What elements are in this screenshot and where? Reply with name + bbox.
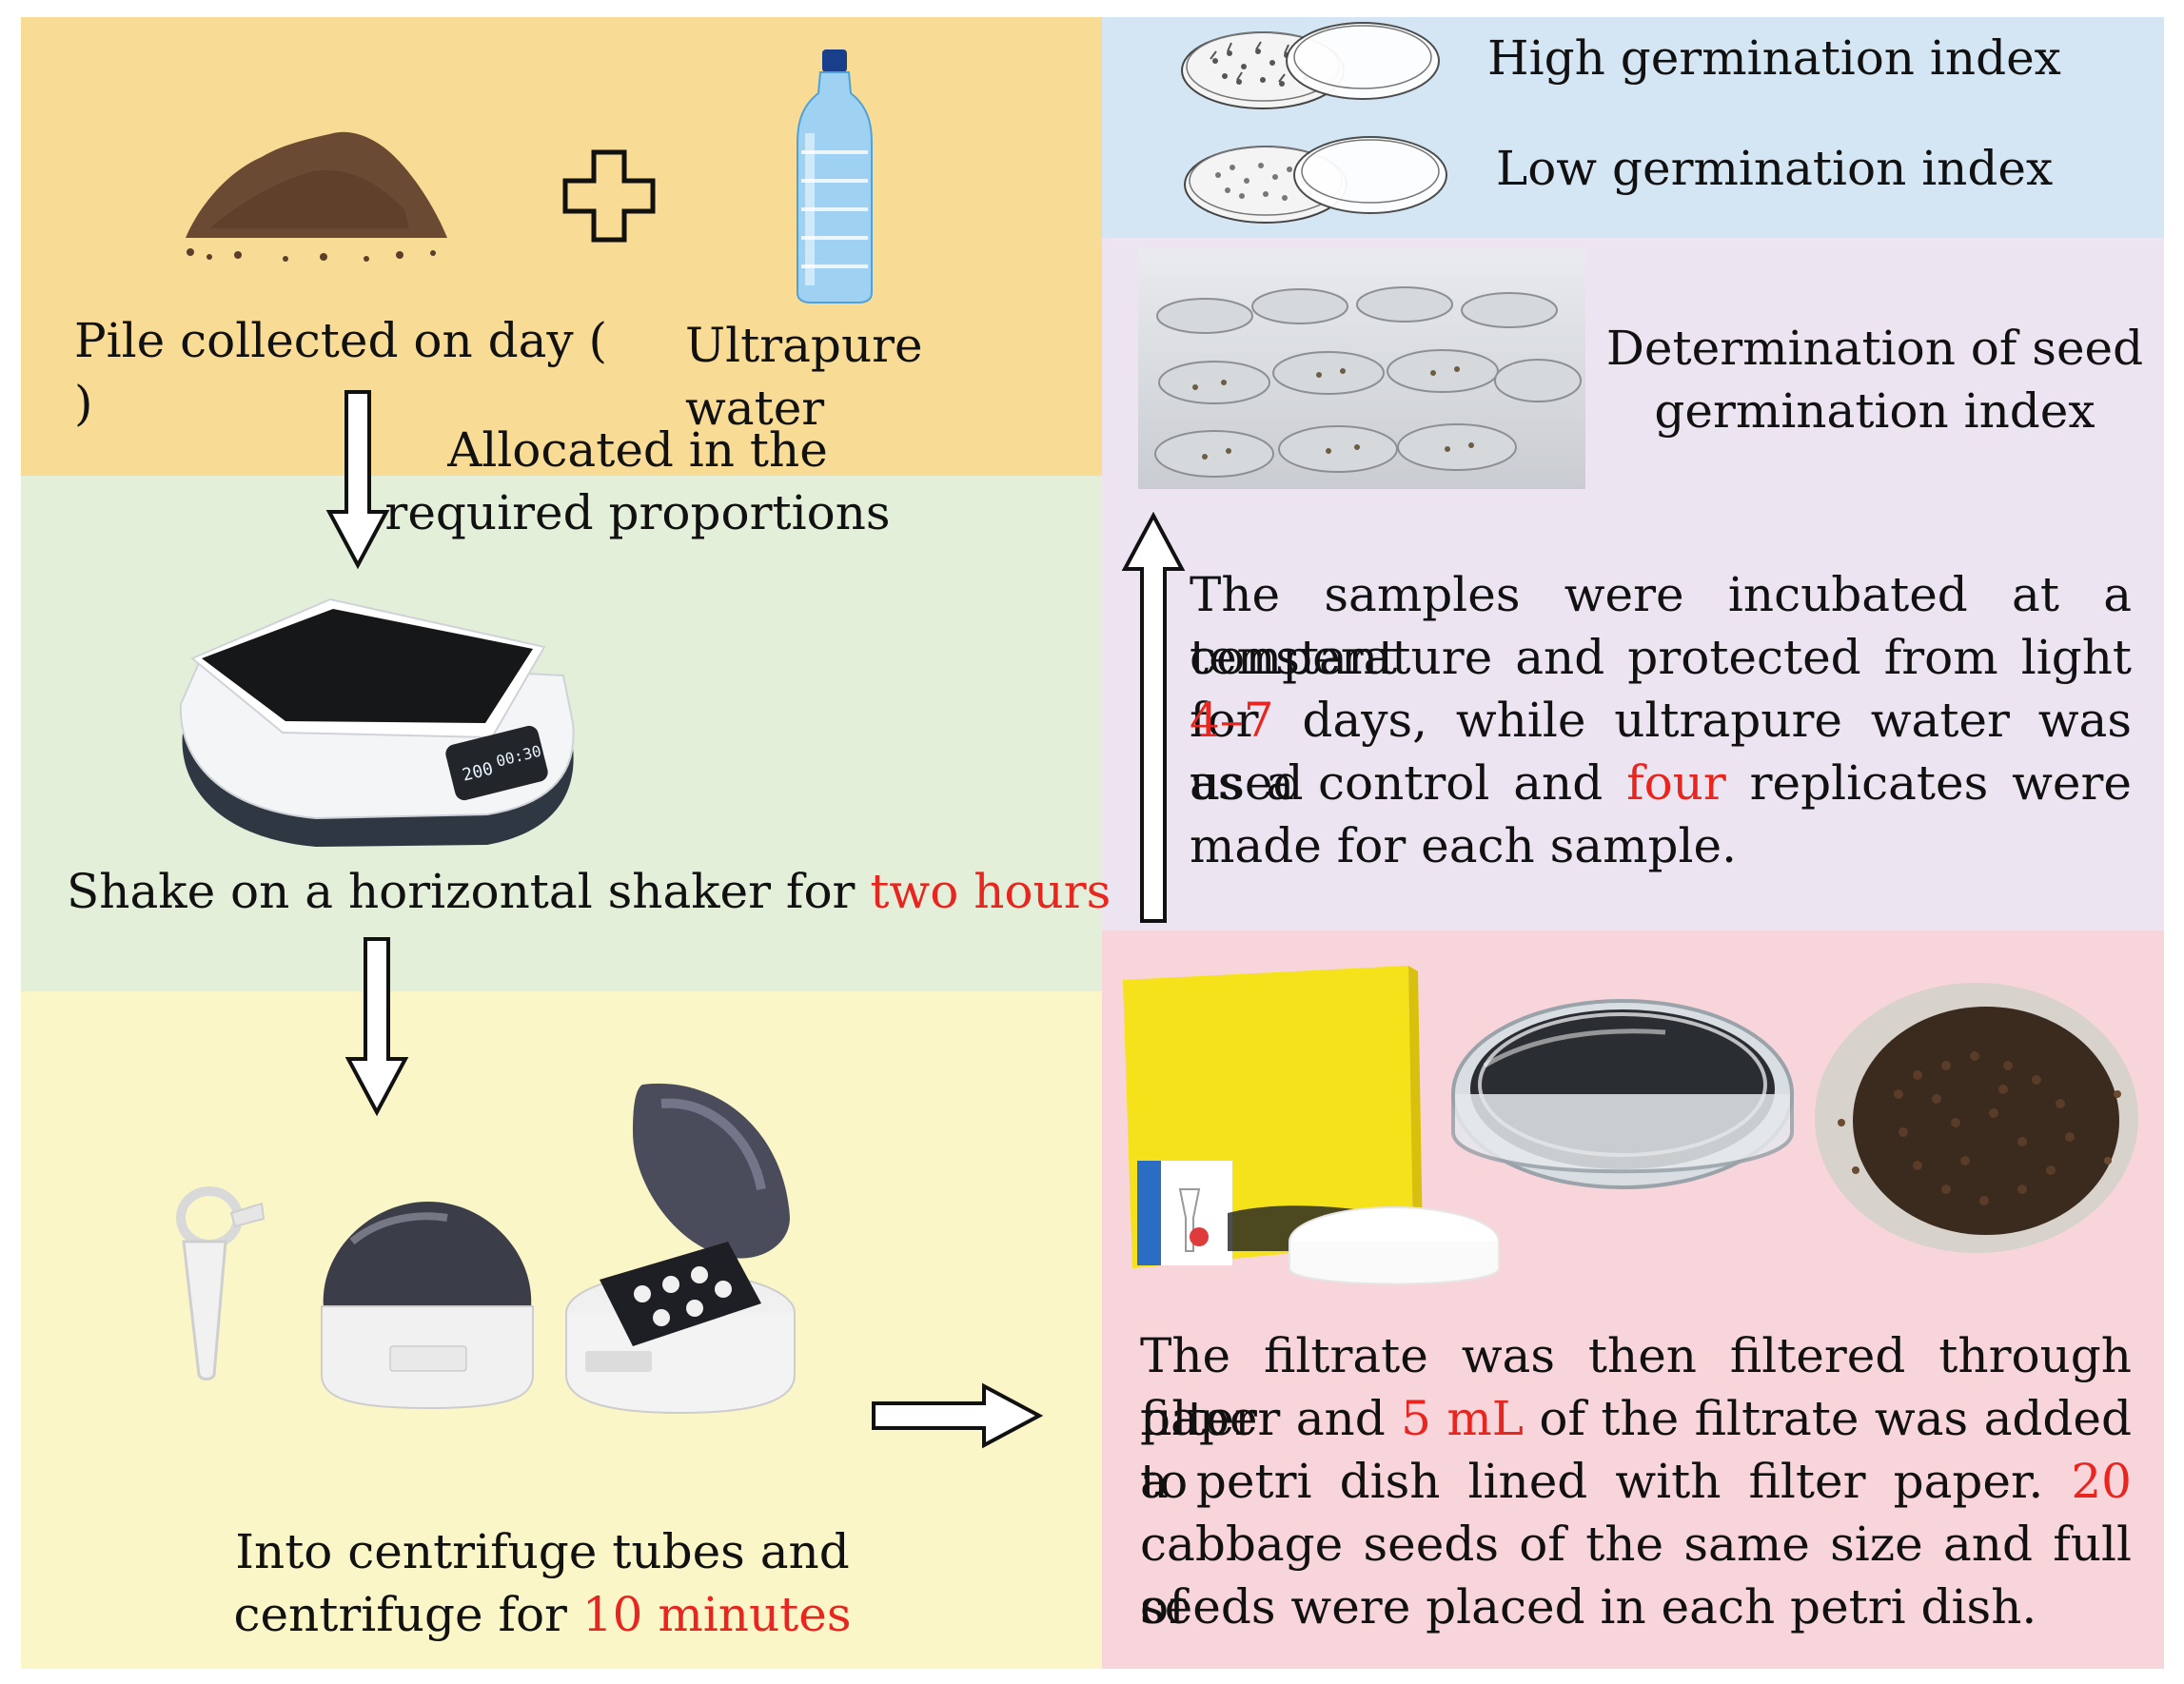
incubation-line1: The samples were incubated at a constant xyxy=(1190,567,2132,685)
petri-dish-image xyxy=(1451,999,1794,1189)
incubation-line4-text-a: as a control and xyxy=(1190,755,1627,811)
incubation-replicates: four xyxy=(1626,755,1726,811)
incubation-line2: temperature and protected from light for xyxy=(1190,630,2132,748)
filtrate-line1: The filtrate was then filtered through f… xyxy=(1140,1328,2132,1446)
arrow-up-icon xyxy=(1121,511,1186,923)
mini-centrifuge-closed-image xyxy=(321,1202,534,1410)
allocated-line2: required proportions xyxy=(384,485,891,540)
centrifuge-text: centrifuge for xyxy=(233,1587,582,1642)
compost-pile-icon xyxy=(186,131,447,262)
plus-icon xyxy=(562,149,656,243)
centrifuge-duration: 10 minutes xyxy=(581,1587,852,1642)
incubator-petri-dishes-image xyxy=(1138,249,1585,489)
allocated-line1: Allocated in the xyxy=(447,422,828,478)
horizontal-shaker-image: 200 00:30 xyxy=(179,597,575,847)
high-germination-label: High germination index xyxy=(1487,30,2061,86)
shaker-duration: two hours xyxy=(870,864,1112,919)
shaker-caption: Shake on a horizontal shaker for two hou… xyxy=(67,860,1111,923)
arrow-down-icon xyxy=(325,390,390,570)
low-germination-petri-dish-icon xyxy=(1184,136,1447,224)
filtrate-line2-text-b: of the filtrate was added to xyxy=(1140,1391,2132,1509)
determination-line1: Determination of seed xyxy=(1605,321,2144,376)
incubation-line5: made for each sample. xyxy=(1190,818,1737,873)
filtrate-volume: 5 mL xyxy=(1401,1391,1524,1446)
pile-label: Pile collected on day ( ) xyxy=(74,313,608,431)
arrow-right-icon xyxy=(872,1382,1044,1449)
incubation-line3: 4–7 days, while ultrapure water was used xyxy=(1190,689,2132,814)
cabbage-seeds-image xyxy=(1815,983,2138,1253)
arrow-down-icon xyxy=(344,937,409,1117)
centrifuge-line2: centrifuge for 10 minutes xyxy=(209,1583,876,1646)
filtrate-seed-count: 20 xyxy=(2071,1454,2132,1509)
mini-centrifuge-open-image xyxy=(565,1083,796,1415)
filtrate-line3: a petri dish lined with filter paper. 20 xyxy=(1140,1450,2132,1513)
centrifuge-tube-image xyxy=(176,1186,266,1380)
filtrate-line4: cabbage seeds of the same size and full … xyxy=(1140,1517,2132,1635)
incubation-line4-text-b: replicates were xyxy=(1725,755,2132,811)
filtrate-line5: seeds were placed in each petri dish. xyxy=(1140,1579,2037,1635)
centrifuge-line1: Into centrifuge tubes and xyxy=(235,1524,850,1579)
low-germination-label: Low germination index xyxy=(1496,141,2054,196)
panel-collection xyxy=(21,17,1102,476)
water-label: Ultrapure water xyxy=(685,318,923,436)
filtrate-line2-text-a: paper and xyxy=(1140,1391,1402,1446)
incubation-line3-text: days, while ultrapure water was used xyxy=(1190,693,2132,811)
filtrate-line3-text: a petri dish lined with filter paper. xyxy=(1140,1454,2072,1509)
shaker-text: Shake on a horizontal shaker for xyxy=(67,864,871,919)
filter-paper-box-image xyxy=(1123,966,1500,1285)
water-bottle-icon xyxy=(797,49,873,304)
incubation-days: 4–7 xyxy=(1190,693,1274,748)
incubation-line4: as a control and four replicates were xyxy=(1190,752,2132,814)
high-germination-petri-dish-icon xyxy=(1181,22,1440,109)
determination-line2: germination index xyxy=(1654,383,2095,439)
filtrate-line2: paper and 5 mL of the filtrate was added… xyxy=(1140,1387,2132,1513)
